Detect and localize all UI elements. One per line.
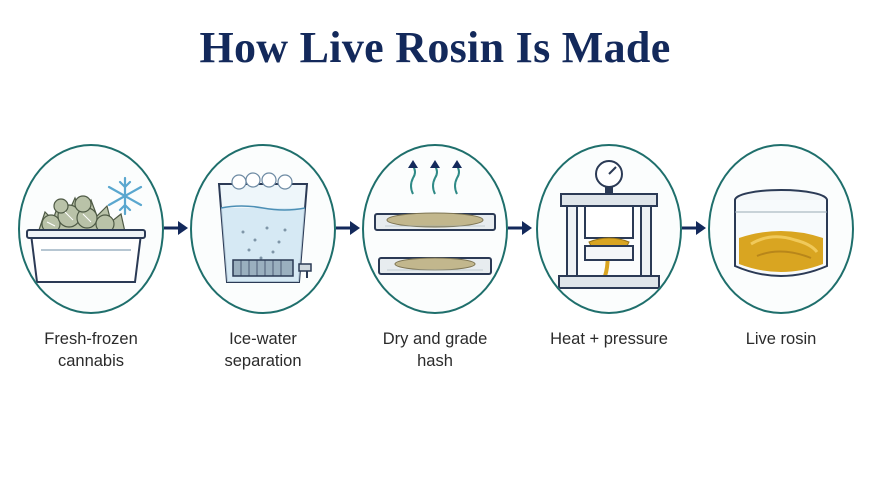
arrow-right-icon [682,221,706,235]
step-circle [190,144,336,314]
step-label: Fresh-frozen cannabis [0,328,184,372]
step-fresh-frozen: Fresh-frozen cannabis [18,144,164,370]
step-label-line: Live rosin [745,330,817,348]
drying-trays-icon [374,160,496,275]
arrow-right-icon [508,221,532,235]
frozen-buds-icon [26,176,146,283]
step-label-line: separation [224,352,302,370]
step-live-rosin: Live rosin [708,144,854,348]
step-label-line: cannabis [57,352,125,370]
step-label: Dry and grade hash [342,328,528,372]
step-label-line: Fresh-frozen [44,330,138,348]
step-label-line: Dry and grade [382,330,488,348]
step-circle [18,144,164,314]
step-label: Live rosin [688,328,870,350]
rosin-jar-icon [734,189,828,277]
step-ice-water: Ice-water separation [190,144,336,370]
step-label-line: Heat + pressure [550,330,668,348]
step-dry-grade: Dry and grade hash [362,144,508,370]
page-title: How Live Rosin Is Made [199,23,671,72]
step-label-line: Ice-water [229,330,297,348]
arrow-right-icon [336,221,360,235]
step-circle [362,144,508,314]
rosin-press-icon [558,160,660,289]
step-label: Ice-water separation [170,328,356,372]
step-circle [536,144,682,314]
ice-bucket-icon [217,172,312,283]
step-label: Heat + pressure [516,328,702,350]
step-circle [708,144,854,314]
step-heat-pressure: Heat + pressure [536,144,682,348]
step-label-line: hash [417,352,453,370]
arrow-right-icon [164,221,188,235]
